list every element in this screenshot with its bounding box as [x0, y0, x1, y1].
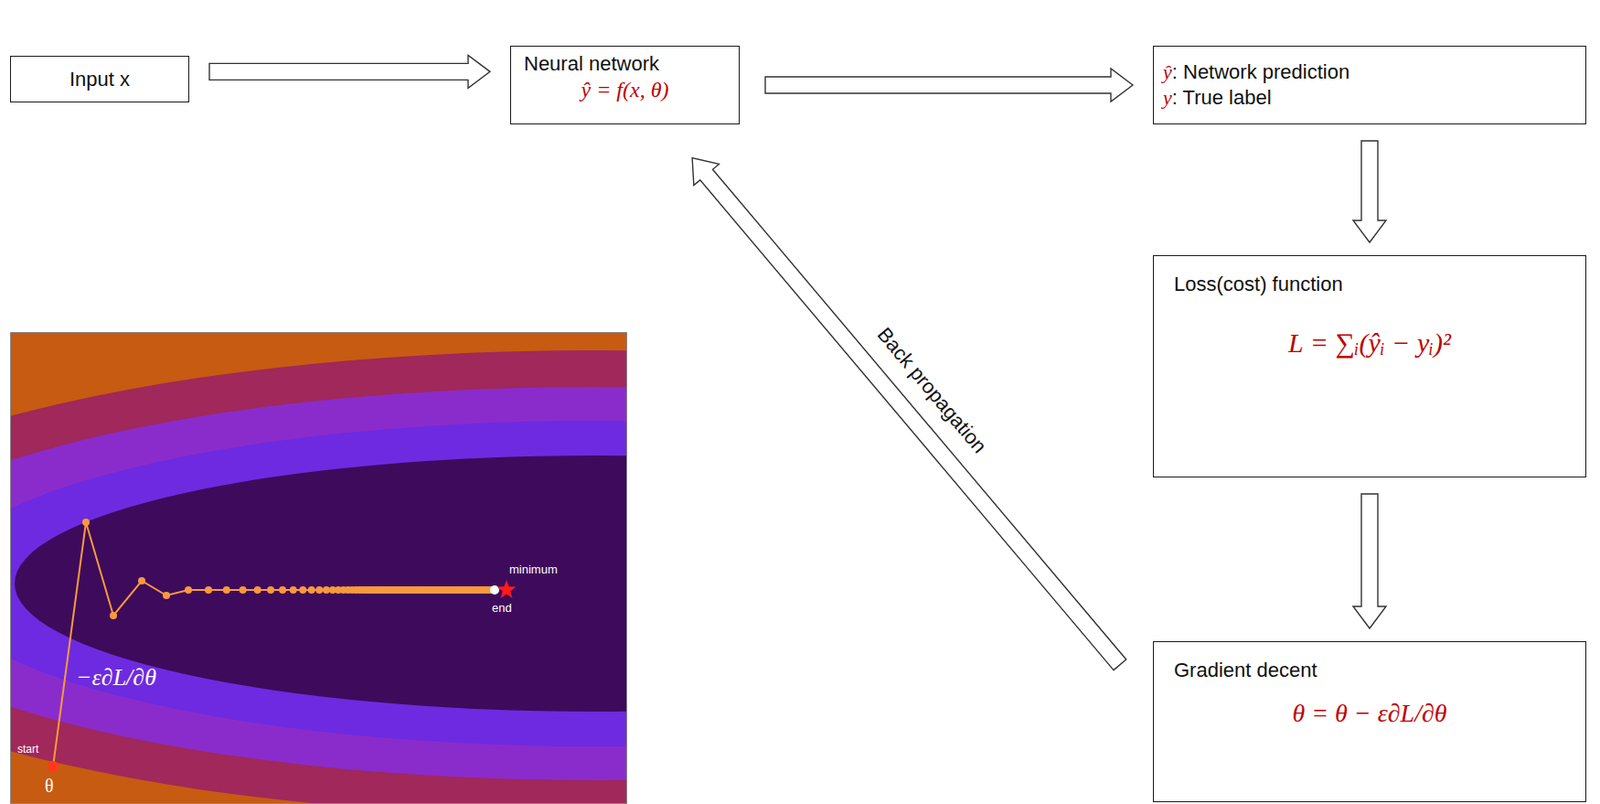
hollow-arrow [209, 54, 491, 88]
process-box: ŷ: Network predictiony: True label [1152, 45, 1587, 125]
step-dot [162, 591, 171, 599]
box-title: Gradient decent [1173, 658, 1318, 683]
box-title: Loss(cost) function [1173, 272, 1344, 297]
hollow-arrow [692, 158, 1127, 671]
step-dot [184, 586, 192, 594]
plot-frame [10, 332, 628, 804]
plot-label: minimum [509, 562, 558, 576]
box-formula: y: True label [1162, 85, 1272, 110]
end-dot [490, 585, 500, 595]
box-formula: θ = θ − ε∂L/∂θ [1291, 698, 1447, 728]
box-title: Neural network [523, 52, 660, 76]
process-box: Loss(cost) function L = ∑ᵢ(ŷᵢ − yᵢ)² [1152, 255, 1587, 478]
step-dot [289, 586, 298, 594]
step-dot [308, 586, 316, 594]
step-dot [138, 576, 146, 585]
process-box: Input x [10, 55, 190, 103]
contour-band [10, 350, 628, 804]
step-dot [239, 586, 247, 594]
step-dot [315, 586, 323, 594]
process-box: Gradient decent θ = θ − ε∂L/∂θ [1152, 640, 1587, 802]
hollow-arrow [1353, 140, 1387, 243]
plot-label: −ε∂L/∂θ [75, 663, 157, 692]
hollow-arrow [1353, 493, 1387, 629]
step-dot [223, 586, 231, 594]
step-dot [204, 586, 213, 594]
descent-path [47, 518, 516, 772]
plot-label: end [491, 600, 512, 615]
contour-band [10, 420, 628, 747]
minimum-star [497, 579, 517, 598]
contour-band [14, 455, 628, 712]
box-title: Input x [69, 67, 130, 92]
step-dot [278, 586, 287, 594]
start-dot [47, 760, 59, 772]
step-dot [266, 586, 275, 594]
box-title: ŷ: Network prediction [1162, 60, 1350, 85]
box-formula: ŷ = f(x, θ) [581, 77, 670, 103]
step-dot [322, 586, 331, 594]
hollow-arrow [765, 68, 1133, 102]
step-dot [298, 586, 307, 594]
descent-line [53, 522, 493, 767]
step-dot [254, 586, 262, 594]
contour-band [10, 386, 628, 780]
plot-label: θ [44, 775, 54, 797]
box-formula: L = ∑ᵢ(ŷᵢ − yᵢ)² [1288, 327, 1451, 359]
step-dot [109, 611, 118, 619]
process-box: Neural networkŷ = f(x, θ) [510, 45, 740, 125]
plot-label: start [17, 742, 39, 756]
step-dot [82, 518, 90, 526]
